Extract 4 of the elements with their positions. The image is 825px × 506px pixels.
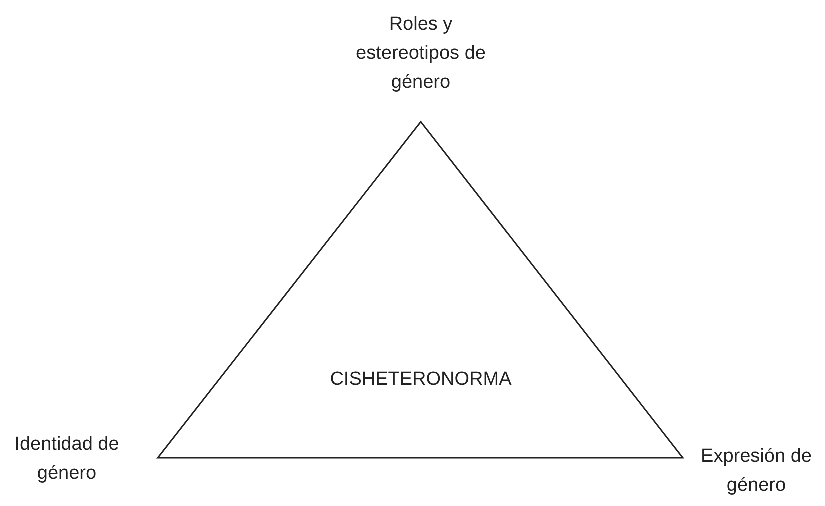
vertex-label: Identidad de género <box>14 433 120 486</box>
vertex-label: Expresión de género <box>700 445 813 498</box>
vertex-label: Roles y estereotipos de género <box>355 13 487 95</box>
center-label: CISHETERONORMA <box>329 368 513 392</box>
